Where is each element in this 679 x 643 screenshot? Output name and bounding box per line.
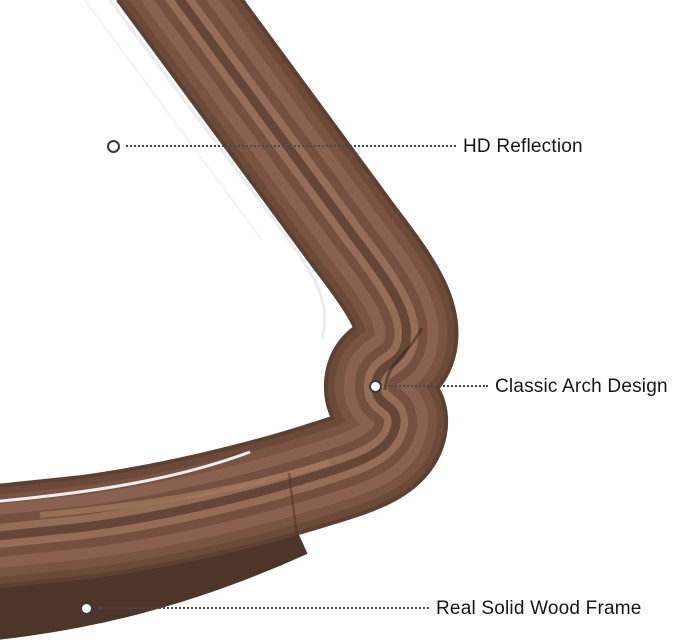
mirror-reflection-lines: [0, 0, 327, 503]
annotation-leader-line: [388, 385, 488, 387]
annotation-marker-dot: [80, 601, 93, 615]
annotation-label: Classic Arch Design: [495, 375, 668, 397]
annotation-classic-arch-design: Classic Arch Design: [369, 376, 668, 396]
wood-highlight-glint: [39, 459, 331, 518]
annotation-marker-dot: [369, 379, 382, 393]
annotation-hd-reflection: HD Reflection: [107, 136, 583, 156]
arch-scallop-crease: [383, 327, 424, 391]
annotation-label: HD Reflection: [463, 135, 583, 157]
annotation-real-solid-wood-frame: Real Solid Wood Frame: [80, 598, 642, 618]
annotation-marker-dot: [107, 139, 120, 153]
annotation-leader-line: [99, 607, 429, 609]
frame-molding-band: [0, 0, 459, 589]
wood-seam-line: [287, 472, 299, 537]
annotation-label: Real Solid Wood Frame: [436, 597, 642, 619]
annotation-leader-line: [126, 145, 456, 147]
